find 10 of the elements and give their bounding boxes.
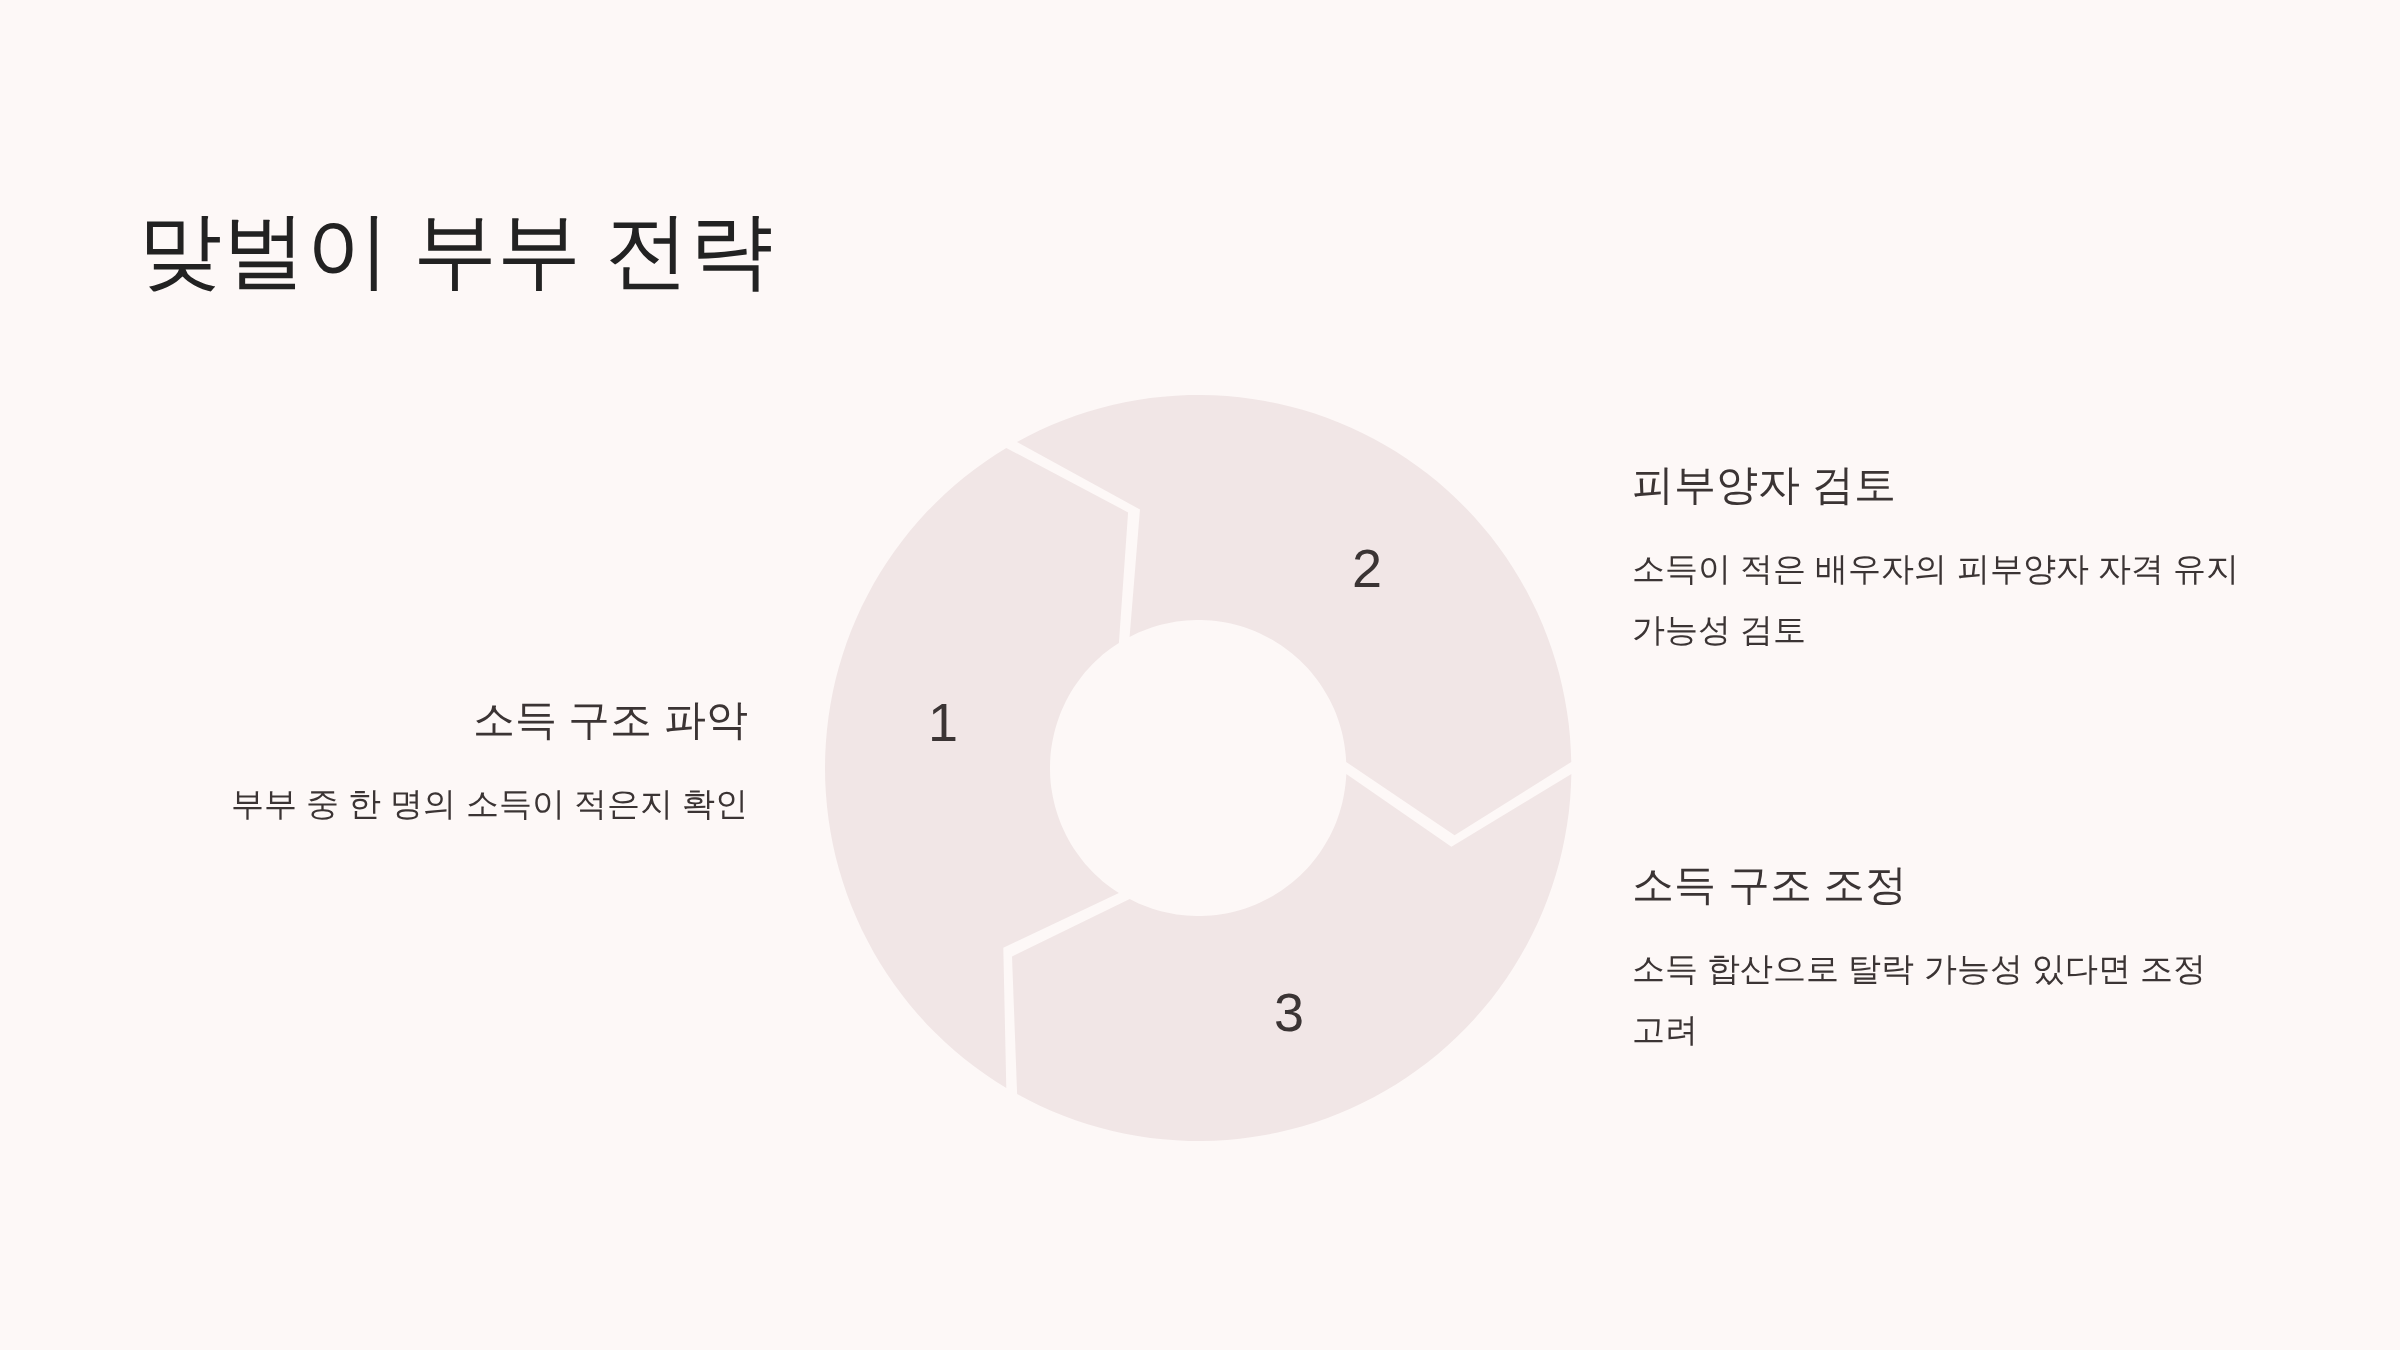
step-number: 3 (1273, 985, 1304, 1039)
step-number: 1 (928, 695, 958, 749)
step-heading: 소득 구조 조정 (1632, 860, 1908, 910)
step-number: 2 (1351, 541, 1382, 595)
title: 맞벌이 부부 전략 (138, 202, 773, 299)
step-description: 소득이 적은 배우자의 피부양자 자격 유지 가능성 검토 (1632, 549, 2240, 651)
step-description: 부부 중 한 명의 소득이 적은지 확인 (230, 784, 748, 824)
step-heading: 소득 구조 파악 (472, 695, 748, 745)
step-heading: 피부양자 검토 (1632, 460, 1896, 510)
step-description: 소득 합산으로 탈락 가능성 있다면 조정 고려 (1632, 949, 2207, 1051)
